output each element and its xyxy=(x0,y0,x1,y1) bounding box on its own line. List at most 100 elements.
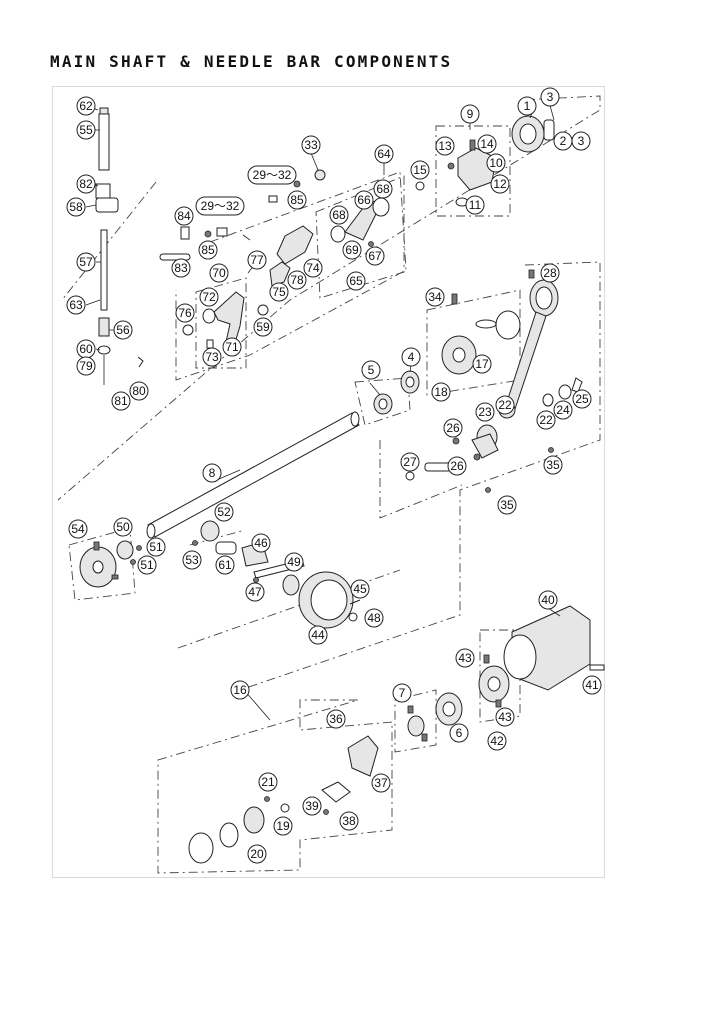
callout-74: 74 xyxy=(303,258,323,278)
svg-text:45: 45 xyxy=(353,582,367,596)
svg-text:5: 5 xyxy=(368,363,375,377)
callout-41: 41 xyxy=(582,675,602,695)
svg-text:69: 69 xyxy=(345,243,359,257)
svg-text:34: 34 xyxy=(428,290,442,304)
svg-text:72: 72 xyxy=(202,290,216,304)
svg-text:29～32: 29～32 xyxy=(253,168,292,182)
page-title: MAIN SHAFT & NEEDLE BAR COMPONENTS xyxy=(50,52,453,71)
svg-text:21: 21 xyxy=(261,775,275,789)
callout-55: 55 xyxy=(76,120,96,140)
callout-52: 52 xyxy=(214,502,234,522)
svg-text:43: 43 xyxy=(498,710,512,724)
callout-26a: 26 xyxy=(443,418,463,438)
callout-34: 34 xyxy=(425,287,445,307)
callout-72: 72 xyxy=(199,287,219,307)
callout-7: 7 xyxy=(392,683,412,703)
svg-text:26: 26 xyxy=(450,459,464,473)
svg-text:19: 19 xyxy=(276,819,290,833)
svg-text:26: 26 xyxy=(446,421,460,435)
svg-text:58: 58 xyxy=(69,200,83,214)
callout-40: 40 xyxy=(538,590,558,610)
svg-text:64: 64 xyxy=(377,147,391,161)
svg-text:60: 60 xyxy=(79,342,93,356)
svg-text:78: 78 xyxy=(290,273,304,287)
callout-18: 18 xyxy=(431,382,451,402)
svg-text:15: 15 xyxy=(413,163,427,177)
callout-47: 47 xyxy=(245,582,265,602)
callout-64: 64 xyxy=(374,144,394,164)
svg-text:68: 68 xyxy=(376,182,390,196)
callout-76: 76 xyxy=(175,303,195,323)
callout-56: 56 xyxy=(113,320,133,340)
callout-68a: 68 xyxy=(373,179,393,199)
callout-73: 73 xyxy=(202,347,222,367)
callout-53: 53 xyxy=(182,550,202,570)
callout-78: 78 xyxy=(287,270,307,290)
callout-26b: 26 xyxy=(447,456,467,476)
callout-24: 24 xyxy=(553,400,573,420)
callout-20: 20 xyxy=(247,844,267,864)
callout-63: 63 xyxy=(66,295,86,315)
callout-21: 21 xyxy=(258,772,278,792)
svg-text:53: 53 xyxy=(185,553,199,567)
callout-2: 2 xyxy=(553,131,573,151)
callout-60: 60 xyxy=(76,339,96,359)
svg-text:49: 49 xyxy=(287,555,301,569)
svg-text:27: 27 xyxy=(403,455,417,469)
svg-text:12: 12 xyxy=(493,177,507,191)
svg-text:47: 47 xyxy=(248,585,262,599)
svg-text:2: 2 xyxy=(560,134,567,148)
svg-text:54: 54 xyxy=(71,522,85,536)
callout-45: 45 xyxy=(350,579,370,599)
callout-28: 28 xyxy=(540,263,560,283)
callout-33: 33 xyxy=(301,135,321,155)
callout-61: 61 xyxy=(215,555,235,575)
svg-text:59: 59 xyxy=(256,320,270,334)
svg-text:3: 3 xyxy=(547,90,554,104)
callout-8: 8 xyxy=(202,463,222,483)
callout-17: 17 xyxy=(472,354,492,374)
callout-59: 59 xyxy=(253,317,273,337)
callout-15: 15 xyxy=(410,160,430,180)
svg-text:36: 36 xyxy=(329,712,343,726)
callout-80: 80 xyxy=(129,381,149,401)
callout-49: 49 xyxy=(284,552,304,572)
callout-66: 66 xyxy=(354,190,374,210)
callout-16: 16 xyxy=(230,680,250,700)
svg-text:84: 84 xyxy=(177,209,191,223)
svg-text:41: 41 xyxy=(585,678,599,692)
callout-11: 11 xyxy=(465,195,485,215)
svg-text:40: 40 xyxy=(541,593,555,607)
svg-text:65: 65 xyxy=(349,274,363,288)
svg-text:22: 22 xyxy=(498,398,512,412)
callout-44: 44 xyxy=(308,625,328,645)
svg-text:75: 75 xyxy=(272,285,286,299)
svg-text:62: 62 xyxy=(79,99,93,113)
callout-4: 4 xyxy=(401,347,421,367)
callout-13: 13 xyxy=(435,136,455,156)
diagram-frame xyxy=(52,86,605,878)
callout-19: 19 xyxy=(273,816,293,836)
svg-text:66: 66 xyxy=(357,193,371,207)
svg-text:23: 23 xyxy=(478,405,492,419)
callout-14: 14 xyxy=(477,134,497,154)
assembly-boundaries xyxy=(57,95,601,874)
callout-79: 79 xyxy=(76,356,96,376)
callout-85b: 85 xyxy=(198,240,218,260)
callout-50: 50 xyxy=(113,517,133,537)
callout-1: 1 xyxy=(517,96,537,116)
svg-text:85: 85 xyxy=(290,193,304,207)
svg-text:3: 3 xyxy=(578,134,585,148)
svg-text:33: 33 xyxy=(304,138,318,152)
callout-81: 81 xyxy=(111,391,131,411)
svg-text:14: 14 xyxy=(480,137,494,151)
svg-text:56: 56 xyxy=(116,323,130,337)
callout-35b: 35 xyxy=(497,495,517,515)
callout-36: 36 xyxy=(326,709,346,729)
callout-12: 12 xyxy=(490,174,510,194)
svg-text:22: 22 xyxy=(539,413,553,427)
callout-6: 6 xyxy=(449,723,469,743)
svg-text:10: 10 xyxy=(489,156,503,170)
callout-82: 82 xyxy=(76,174,96,194)
range-label-lower: 29～32 xyxy=(195,196,245,216)
